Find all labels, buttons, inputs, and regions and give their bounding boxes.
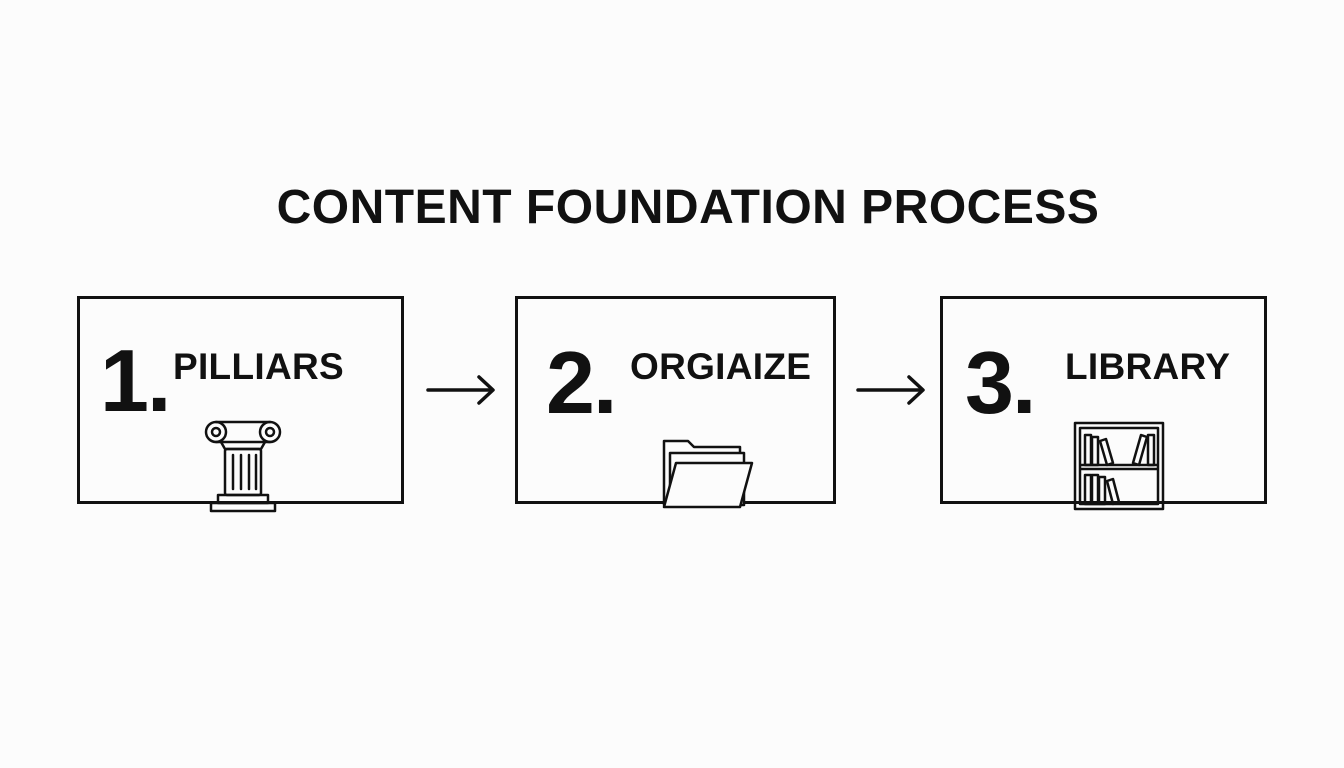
step-box-orgiaize: 2. ORGIAIZE [515,296,836,509]
step-label: PILLIARS [173,346,344,387]
step-box-library: 3. LIBRARY [940,296,1267,511]
pillar-icon [204,420,282,513]
step-number: 3. [965,333,1036,432]
step-label: ORGIAIZE [630,346,812,387]
folder-icon [662,439,754,509]
step-number: 1. [100,331,171,430]
bookshelf-icon [1073,421,1165,511]
step-label: LIBRARY [1065,346,1231,387]
arrow-right-icon [426,375,495,405]
diagram-title: CONTENT FOUNDATION PROCESS [276,181,1100,234]
arrow-right-icon [856,375,925,405]
step-box-pilliars: 1. PILLIARS [77,296,404,513]
step-number: 2. [546,333,617,432]
